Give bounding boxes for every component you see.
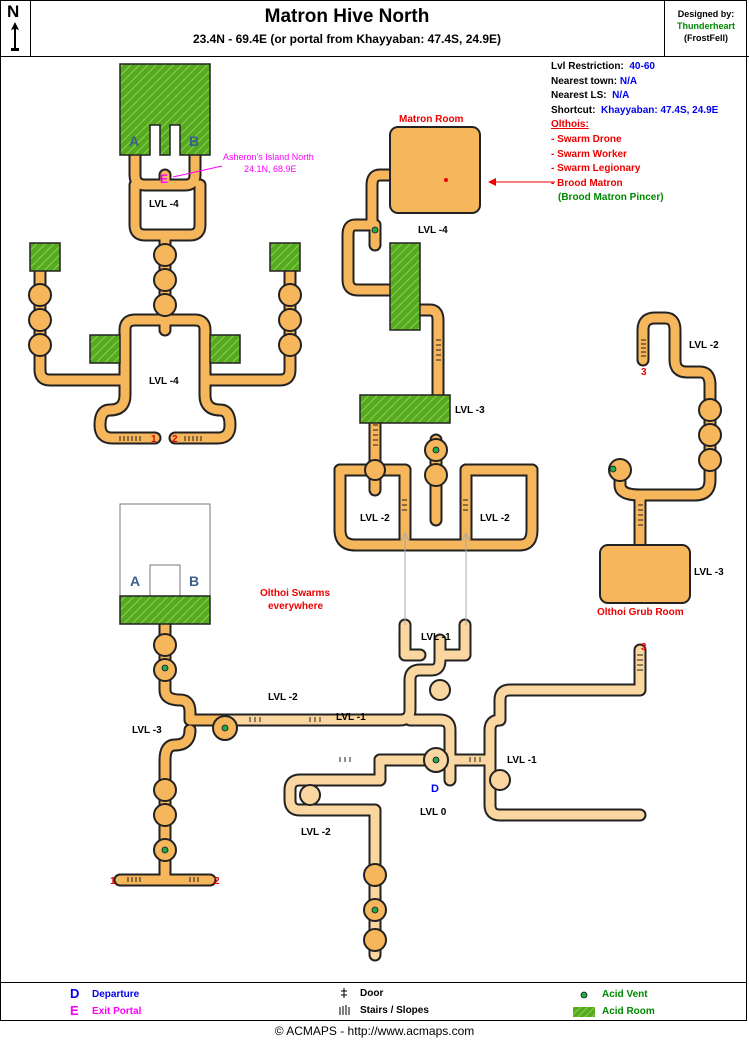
nearest-town-value: N/A [619, 75, 638, 87]
designer-server: (FrostFell) [684, 33, 728, 43]
nav-arrows [400, 531, 471, 625]
level-label: LVL -1 [507, 755, 537, 766]
nearest-ls-value: N/A [612, 90, 630, 102]
link-number: 2 [214, 876, 220, 887]
nearest-ls-label: Nearest LS: [551, 90, 607, 102]
light-chambers [299, 679, 511, 806]
map-coordinates: 23.4N - 69.4E (or portal from Khayyaban:… [192, 32, 502, 46]
north-arrow-icon [11, 22, 19, 51]
level-label: LVL -4 [149, 376, 179, 387]
room-a-label: A [129, 133, 139, 149]
designer-name: Thunderheart [676, 21, 735, 31]
boss-name: (Brood Matron Pincer) [558, 192, 664, 204]
level-label: LVL -4 [149, 199, 179, 210]
link-number: 3 [641, 367, 647, 378]
monster-item: - Swarm Legionary [551, 163, 641, 175]
shortcut-label: Shortcut: [551, 104, 596, 116]
level-label: LVL -2 [268, 692, 298, 703]
north-label: N [7, 2, 20, 21]
exit-legend-label: Exit Portal [92, 1006, 142, 1017]
copyright-footer: © ACMAPS - http://www.acmaps.com [274, 1024, 475, 1038]
level-label: LVL -2 [480, 513, 510, 524]
link-number: 2 [172, 434, 178, 445]
dungeon-map: A B A B E D LVL -4 LVL -4 LVL -4 LVL -3 … [28, 63, 724, 962]
acid-rooms [29, 63, 451, 625]
stairs [119, 339, 646, 882]
level-label: LVL -3 [694, 567, 724, 578]
departure-symbol: D [70, 986, 80, 1001]
monster-item: - Swarm Worker [551, 148, 627, 160]
level-restriction-label: Lvl Restriction: [551, 61, 624, 72]
door-icon [341, 988, 347, 998]
level-label: LVL -4 [418, 225, 448, 236]
portal-destination: Asheron's Island North [223, 152, 314, 162]
credits-box [664, 0, 749, 56]
link-number: 1 [151, 434, 157, 445]
chambers [28, 243, 722, 952]
acid-room-legend-label: Acid Room [602, 1006, 655, 1017]
matron-spawn-marker [444, 178, 448, 182]
room-b-label: B [189, 573, 199, 589]
light-corridors [220, 620, 645, 960]
info-panel: Lvl Restriction: 40-60 Nearest town: N/A… [551, 60, 718, 206]
matron-room [389, 126, 481, 214]
exit-portal-marker: E [160, 172, 168, 186]
level-label: LVL -3 [455, 405, 485, 416]
room-b-label: B [189, 133, 199, 149]
acid-vent-icon [580, 991, 588, 999]
olthois-label: Olthois: [551, 119, 589, 131]
monster-item: - Brood Matron [551, 177, 623, 189]
north-indicator: N [0, 0, 31, 56]
level-label: LVL -2 [301, 827, 331, 838]
departure-marker: D [431, 783, 439, 795]
exit-symbol: E [70, 1003, 79, 1018]
map-header: N Matron Hive North 23.4N - 69.4E (or po… [0, 0, 749, 57]
grub-room-label: Olthoi Grub Room [597, 607, 684, 618]
acid-vents [161, 226, 617, 914]
matron-room-label: Matron Room [399, 114, 464, 125]
designed-by-label: Designed by: [677, 9, 735, 19]
nearest-town-label: Nearest town: [551, 75, 618, 87]
map-frame [0, 0, 747, 1021]
map-legend: D Departure E Exit Portal Door Stairs / … [0, 982, 747, 1022]
level-label: LVL 0 [420, 807, 447, 818]
level-label: LVL -1 [336, 712, 366, 723]
map-title: Matron Hive North [264, 6, 430, 27]
ab-chamber-inner [149, 564, 181, 597]
stairs-legend-label: Stairs / Slopes [360, 1005, 429, 1016]
door-legend-label: Door [360, 988, 384, 999]
matron-pointer-arrow [488, 178, 555, 186]
stairs-icon [339, 1005, 350, 1015]
level-label: LVL -3 [132, 725, 162, 736]
vent-legend-label: Acid Vent [602, 989, 648, 1000]
swarm-note: everywhere [268, 601, 323, 612]
corridors [35, 150, 715, 885]
monster-item: - Swarm Drone [551, 133, 622, 145]
link-number: 1 [110, 876, 116, 887]
portal-destination-coords: 24.1N, 68.9E [244, 164, 297, 174]
level-label: LVL -2 [360, 513, 390, 524]
room-a-label: A [130, 573, 140, 589]
portal-pointer-line [172, 165, 223, 178]
acid-room-icon [573, 1007, 595, 1017]
grub-room [599, 544, 691, 604]
level-restriction-value: 40-60 [629, 61, 655, 72]
swarm-note: Olthoi Swarms [260, 588, 330, 599]
level-label: LVL -1 [421, 632, 451, 643]
departure-legend-label: Departure [92, 989, 140, 1000]
shortcut-value: Khayyaban: 47.4S, 24.9E [601, 104, 719, 116]
link-number: 3 [641, 642, 647, 653]
level-label: LVL -2 [689, 340, 719, 351]
